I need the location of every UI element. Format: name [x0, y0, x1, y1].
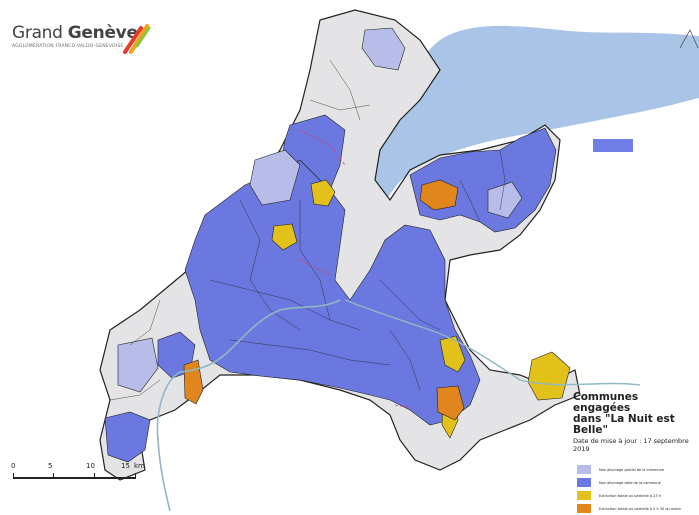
legend-label: Extinction totale ou partielle à 0 h 30 … [599, 506, 682, 511]
scale-tick-label: 15 [121, 462, 130, 470]
region-total-south [184, 159, 481, 426]
lake-inset-label-box [593, 139, 633, 152]
logo-title-bold: Genève [67, 23, 138, 43]
commune-borders [109, 59, 506, 401]
legend-title-line2: dans "La Nuit est Belle" [573, 413, 675, 436]
scale-bar: 0 5 10 15 km [8, 462, 153, 502]
scale-tick [135, 473, 136, 479]
logo-title: Grand Genève [12, 24, 138, 42]
legend-swatch-ext23 [577, 491, 591, 500]
legend-title-line1: Communes engagées [573, 391, 639, 414]
scale-tick-label: 10 [86, 462, 95, 470]
scale-tick-label: 5 [48, 462, 53, 470]
region-partial-3 [361, 27, 406, 71]
scale-tick [53, 473, 54, 479]
legend-label: Extinction totale ou partielle à 23 h [599, 493, 661, 498]
logo-title-light: Grand [12, 23, 63, 43]
legend-update-date: Date de mise à jour : 17 septembre 2019 [573, 437, 689, 453]
logo-stripe-icon [123, 24, 151, 54]
scale-tick [13, 473, 14, 479]
scale-line [13, 477, 136, 479]
region-total-southwest [104, 411, 151, 463]
legend-label: Non allumage partiel de la commune [599, 467, 665, 472]
legend-item: Non allumage partiel de la commune [577, 463, 697, 476]
map-legend: Communes engagées dans "La Nuit est Bell… [573, 392, 697, 515]
legend-swatch-ext0030 [577, 504, 591, 513]
legend-swatch-partial [577, 465, 591, 474]
region-partial-1 [249, 149, 301, 206]
lake-leman [335, 25, 699, 301]
scale-unit: km [134, 462, 145, 470]
national-border [299, 129, 413, 409]
region-ext23-2 [271, 223, 298, 251]
legend-label: Non allumage total de la commune [599, 480, 661, 485]
region-ext23-1 [310, 179, 336, 207]
region-ext0030-3 [436, 385, 465, 421]
river-rhone [156, 299, 341, 512]
legend-list: Non allumage partiel de la commune Non a… [573, 463, 697, 515]
region-ext0030-1 [419, 179, 459, 211]
legend-swatch-total [577, 478, 591, 487]
logo-subtitle: AGGLOMÉRATION FRANCO-VALDO-GENEVOISE [12, 44, 124, 49]
region-partial-2 [117, 337, 159, 393]
region-ext23-3 [439, 335, 466, 373]
region-partial-4 [487, 181, 523, 219]
river-arve [344, 299, 641, 386]
legend-item: Extinction totale ou partielle à 23 h [577, 489, 697, 502]
legend-item: Extinction totale ou partielle à 0 h 30 … [577, 502, 697, 515]
grand-geneve-logo: Grand Genève AGGLOMÉRATION FRANCO-VALDO-… [12, 24, 151, 54]
scale-tick-label: 0 [11, 462, 16, 470]
legend-item: Non allumage total de la commune [577, 476, 697, 489]
scale-tick [94, 473, 95, 479]
north-arrow [679, 29, 699, 49]
